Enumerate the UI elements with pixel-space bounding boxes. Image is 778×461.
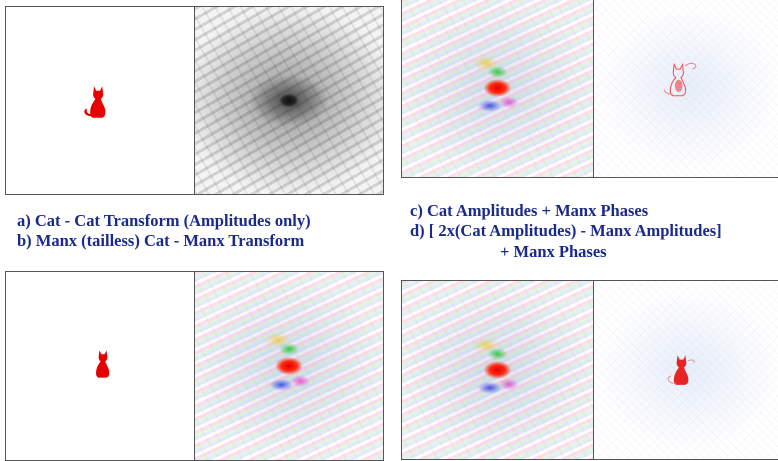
panel-c-reconstructed-image [594, 0, 778, 177]
panel-b [5, 271, 384, 461]
caption-a: a) Cat - Cat Transform (Amplitudes only) [17, 211, 311, 230]
panel-b-fourier-transform [195, 272, 383, 460]
reconstructed-cat-icon [667, 355, 696, 385]
panel-c-fourier-transform [402, 0, 593, 177]
faint-cat-icon [663, 62, 697, 97]
caption-c: c) Cat Amplitudes + Manx Phases [410, 201, 649, 220]
manx-cat-icon [96, 350, 110, 378]
panel-c [401, 0, 778, 178]
panel-a-cat-image [6, 7, 194, 194]
panel-d-divider [593, 281, 594, 459]
panel-a [5, 6, 384, 195]
panel-b-cat-image [6, 272, 194, 460]
panel-d-fourier-transform [402, 281, 593, 459]
panel-d-reconstructed-image [594, 281, 778, 459]
caption-b: b) Manx (tailless) Cat - Manx Transform [17, 231, 305, 250]
cat-with-tail-icon [84, 86, 106, 118]
panel-a-divider [194, 7, 195, 194]
caption-d-continued: + Manx Phases [500, 242, 607, 261]
panel-d [401, 280, 778, 460]
panel-c-divider [593, 0, 594, 177]
panel-b-divider [194, 272, 195, 460]
panel-a-fourier-transform [195, 7, 383, 194]
caption-d: d) [ 2x(Cat Amplitudes) - Manx Amplitude… [410, 221, 722, 240]
